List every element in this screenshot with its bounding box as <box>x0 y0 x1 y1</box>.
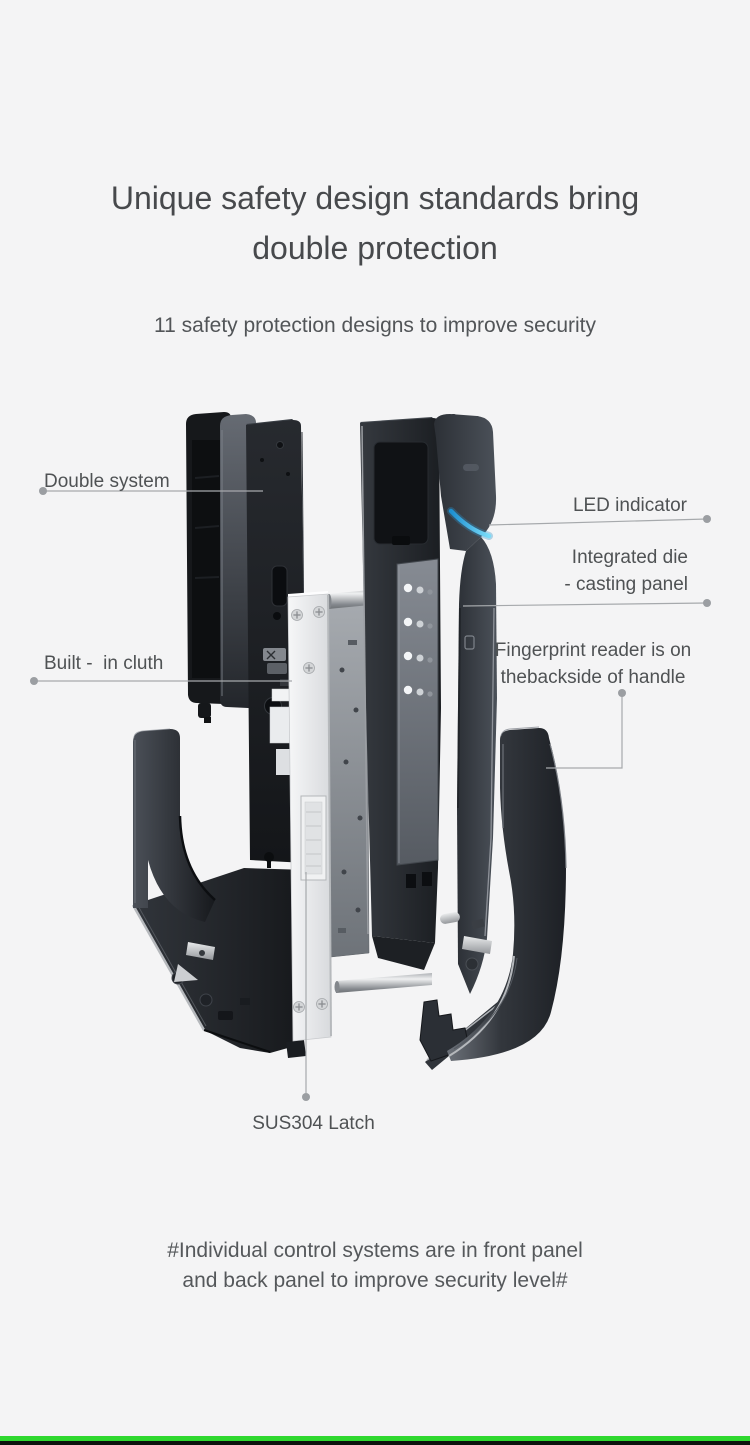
front-panel <box>360 417 441 970</box>
callout-built-in-clutch: Built - in cluth <box>44 653 164 674</box>
callout-dot-latch <box>302 1093 310 1101</box>
callout-dot-die-casting <box>703 599 711 607</box>
keypad-buttons <box>403 583 433 697</box>
keypad-panel <box>396 558 439 866</box>
callout-dot-clutch <box>30 677 38 685</box>
callout-integrated-die-casting-panel: Integrated die - casting panel <box>564 547 688 595</box>
front-cover-cap <box>434 414 497 551</box>
latch-bolt <box>300 795 327 881</box>
front-cover-body <box>457 537 497 994</box>
front-hinge-parts <box>440 912 492 971</box>
page-title: Unique safety design standards bring dou… <box>110 180 640 266</box>
spindle-rod-bottom <box>334 973 432 993</box>
green-accent-bar <box>0 1436 750 1441</box>
clutch-parts <box>263 648 287 674</box>
latch-faceplate <box>287 591 332 1042</box>
product-exploded-view <box>131 412 567 1070</box>
back-handle <box>133 728 216 922</box>
back-panel-base <box>131 868 310 1058</box>
callout-led-indicator: LED indicator <box>572 495 687 516</box>
page-subtitle: 11 safety protection designs to improve … <box>154 314 596 337</box>
footer-note: #Individual control systems are in front… <box>167 1239 583 1292</box>
keyhole-icon <box>464 635 475 650</box>
callout-fingerprint-reader: Fingerprint reader is on thebackside of … <box>494 640 692 688</box>
led-indicator-light <box>448 508 492 539</box>
front-handle <box>447 726 567 1061</box>
callout-sus304-latch: SUS304 Latch <box>252 1113 375 1134</box>
callout-dot-led-indicator <box>703 515 711 523</box>
mortise-lock-body <box>327 595 370 958</box>
callout-double-system: Double system <box>44 471 170 492</box>
bottom-edge-strip <box>0 1441 750 1445</box>
